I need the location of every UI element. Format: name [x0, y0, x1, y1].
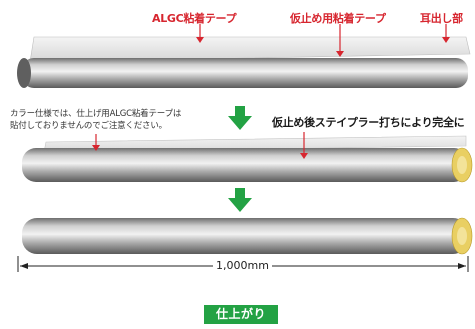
stage2-pipe — [22, 148, 468, 182]
note-line-1: カラー仕様では、仕上げ用ALGC粘着テープは — [10, 109, 182, 119]
label-algc-tape: ALGC粘着テープ — [152, 12, 237, 25]
down-arrow-icon — [228, 106, 252, 130]
down-arrow-icon — [228, 188, 252, 212]
label-temp-tape: 仮止め用粘着テープ — [290, 12, 386, 25]
stage3-illustration — [17, 217, 473, 272]
color-spec-note: カラー仕様では、仕上げ用ALGC粘着テープは 貼付しておりませんのでご注意くださ… — [10, 108, 181, 132]
note-line-2: 貼付しておりませんのでご注意ください。 — [10, 121, 167, 131]
label-ear-part: 耳出し部 — [420, 12, 463, 25]
stage1-flap — [29, 36, 471, 63]
stapler-callout: 仮止め後ステイプラー打ちにより完全に — [272, 116, 465, 129]
stage2-illustration — [22, 132, 473, 183]
stage3-pipe — [22, 218, 468, 254]
finish-badge: 仕上がり — [204, 305, 278, 324]
dimension-label: 1,000mm — [213, 259, 272, 272]
stage1-pipe — [22, 58, 468, 88]
stage1-illustration — [17, 24, 471, 88]
